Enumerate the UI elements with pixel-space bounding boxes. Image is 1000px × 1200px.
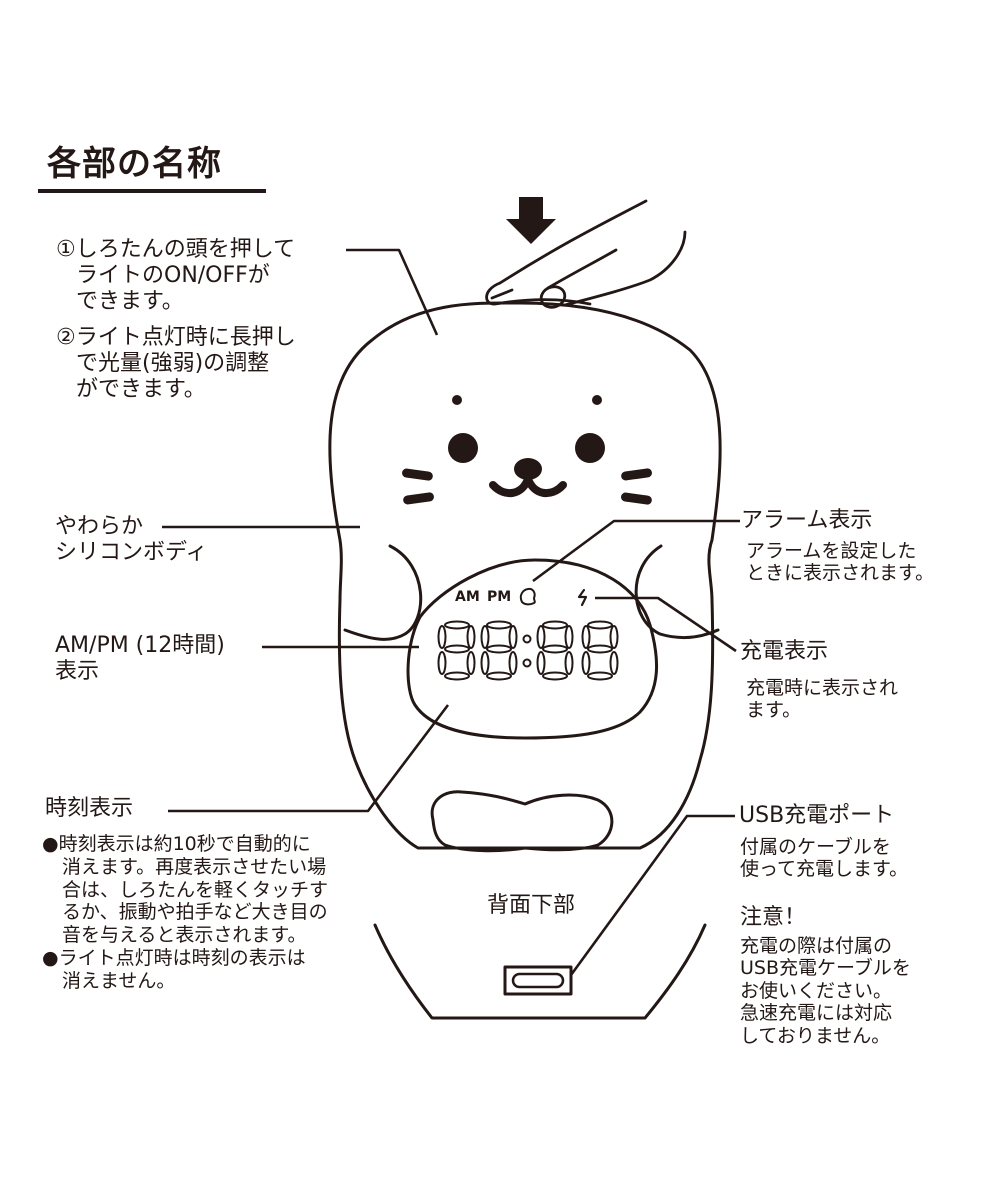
- silicone-body-callout: やわらか シリコンボディ: [55, 514, 208, 565]
- tail-flippers: [430, 790, 614, 853]
- leader-alarm: [532, 519, 740, 583]
- nose-icon: [514, 458, 542, 480]
- usb-port-housing: [503, 965, 573, 996]
- digit-1: [437, 620, 476, 681]
- display-am-label: AM: [455, 589, 480, 605]
- leader-lines: [162, 248, 740, 976]
- right-brow-dot-icon: [592, 395, 602, 405]
- alarm-indicator-desc: アラームを設定した ときに表示されます。: [746, 540, 935, 585]
- left-flipper: [343, 544, 423, 641]
- seven-segment-digits: [437, 620, 619, 681]
- colon-top-dot: [522, 634, 532, 644]
- colon-bottom-dot: [522, 658, 532, 668]
- right-flipper: [634, 544, 720, 639]
- leader-usb: [569, 814, 735, 976]
- seal-body-outline: [328, 301, 722, 850]
- back-bottom-view-outline: [373, 923, 707, 1020]
- time-display-label: 時刻表示: [45, 796, 134, 821]
- digit-3: [536, 620, 574, 681]
- time-display-notes: ●時刻表示は約10秒で自動的に 消えます。再度表示させたい場 合は、しろたんを軽…: [42, 833, 329, 992]
- leader-charge: [595, 596, 737, 653]
- display-panel-outline: [406, 558, 659, 740]
- head-press-callout: ①しろたんの頭を押して ライトのON/OFFが できます。 ②ライト点灯時に長押…: [56, 237, 296, 402]
- leader-head: [346, 248, 439, 336]
- digit-2: [480, 620, 518, 681]
- bell-icon: [519, 587, 536, 606]
- usb-c-port-icon: [511, 972, 565, 989]
- lightning-icon: [577, 588, 588, 607]
- right-eye-icon: [575, 433, 605, 463]
- left-brow-dot-icon: [452, 395, 462, 405]
- page-title: 各部の名称: [47, 144, 222, 184]
- back-bottom-view-label: 背面下部: [487, 893, 576, 918]
- ampm-callout: AM/PM (12時間) 表示: [55, 633, 225, 684]
- caution-desc: 充電の際は付属の USB充電ケーブルを お使いください。 急速充電には対応 して…: [740, 935, 911, 1047]
- leader-time: [168, 704, 450, 813]
- alarm-indicator-label: アラーム表示: [741, 508, 873, 533]
- usb-port-label: USB充電ポート: [739, 803, 895, 828]
- seal-face: [402, 395, 652, 505]
- mouth-icon: [489, 475, 567, 498]
- press-down-arrow-icon: [506, 197, 556, 244]
- charge-indicator-label: 充電表示: [740, 639, 829, 664]
- display-pm-label: PM: [487, 589, 512, 605]
- usb-port-desc: 付属のケーブルを 使って充電します。: [740, 836, 909, 881]
- title-underline: [38, 189, 266, 193]
- charge-indicator-desc: 充電時に表示され ます。: [746, 677, 899, 722]
- hand-icon: [485, 199, 687, 309]
- digit-4: [581, 620, 619, 681]
- caution-label: 注意！: [740, 905, 807, 930]
- left-eye-icon: [448, 433, 478, 463]
